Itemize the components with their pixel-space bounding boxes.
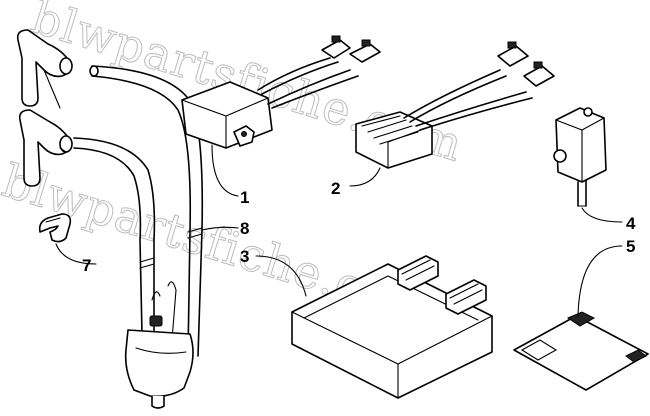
leader-3 (255, 255, 307, 297)
ecu-port-1-pins (401, 259, 435, 281)
sensor-edges (555, 117, 605, 183)
callout-labels: 1 2 3 4 5 7 8 (82, 179, 636, 275)
leader-1 (211, 144, 239, 197)
callout-4[interactable]: 4 (626, 214, 636, 233)
hv-wire-outer-a (91, 75, 192, 357)
coil-terminal (151, 396, 165, 409)
sensor-lead (577, 179, 587, 207)
cdi-wire-a (257, 57, 331, 91)
primary-leads (151, 281, 177, 341)
decal-corner-mark-top (566, 311, 596, 327)
part-3-ecu[interactable] (291, 255, 493, 399)
cap-lower-lead (59, 147, 67, 153)
cdi-wire-c (267, 69, 351, 105)
regulator-edges (387, 125, 433, 169)
clip-detail (45, 217, 61, 223)
regulator-wire-a (403, 69, 501, 119)
regulator-connector-2-latch (533, 61, 543, 69)
clip-body (38, 213, 72, 243)
part-4-sensor[interactable] (553, 107, 607, 207)
leader-lines (55, 144, 623, 317)
hv-wire-inner-b (73, 137, 156, 335)
ecu-port-2 (445, 279, 487, 315)
cdi-box-edges (181, 97, 269, 149)
leader-5 (577, 245, 623, 317)
callout-3[interactable]: 3 (240, 247, 249, 266)
leader-8 (201, 226, 239, 231)
ecu-edges (291, 311, 493, 399)
cdi-connector-1-latch (331, 35, 341, 43)
cdi-connector-1 (321, 39, 351, 59)
cdi-wire-b (261, 61, 339, 95)
lead-connector (149, 315, 163, 327)
regulator-wire-b (409, 75, 507, 123)
part-5-decal[interactable] (513, 311, 649, 391)
ecu-body (291, 263, 493, 399)
callout-7[interactable]: 7 (82, 256, 91, 275)
part-1-cdi-module[interactable] (181, 35, 381, 149)
callout-1[interactable]: 1 (240, 188, 249, 207)
sensor-body (555, 107, 607, 183)
part-8-ignition-coil-harness[interactable] (16, 29, 204, 409)
cap-upper-lead (43, 69, 61, 109)
coil-body (124, 329, 194, 398)
wire-upper-end (89, 65, 99, 77)
spark-plug-cap-lower (18, 109, 72, 187)
callout-2[interactable]: 2 (331, 179, 340, 198)
leader-4 (581, 207, 623, 223)
sensor-mount-eye (583, 107, 593, 117)
decal-sheet (513, 315, 649, 391)
cdi-mount-hole (241, 131, 247, 137)
sensor-plug (553, 149, 567, 163)
cable-tie-1 (139, 257, 155, 269)
regulator-connector-1-latch (507, 41, 517, 49)
regulator-connector-2 (523, 65, 555, 87)
leader-7 (55, 243, 97, 265)
ecu-port-2-pins (449, 283, 483, 305)
regulator-connector-1 (497, 45, 529, 67)
ecu-port-1 (397, 255, 439, 291)
cdi-wire-d (271, 75, 359, 109)
regulator-wire-d (419, 97, 533, 131)
callout-8[interactable]: 8 (240, 219, 249, 238)
part-2-voltage-regulator[interactable] (355, 41, 555, 169)
cap-upper-end (59, 57, 73, 75)
decal-corner-mark-left (520, 339, 558, 361)
decal-corner-mark-right (625, 349, 647, 363)
cdi-connector-2-latch (361, 39, 371, 47)
cable-tie-2 (187, 227, 203, 239)
leader-2 (349, 167, 381, 187)
part-7-clip[interactable] (38, 213, 72, 243)
cdi-connector-2 (349, 43, 381, 63)
hv-wire-inner-a (73, 147, 143, 335)
coil-detail (135, 347, 187, 354)
regulator-wire-c (415, 91, 527, 127)
regulator-fins (361, 115, 419, 145)
spark-plug-cap-upper (16, 29, 72, 107)
callout-5[interactable]: 5 (626, 237, 635, 256)
